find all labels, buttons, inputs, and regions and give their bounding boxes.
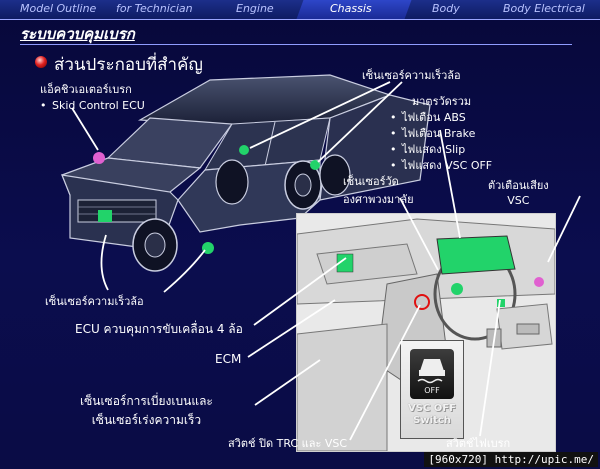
section-heading: ส่วนประกอบที่สำคัญ	[54, 55, 203, 75]
yaw-line1: เซ็นเซอร์การเบี่ยงเบนและ	[80, 394, 213, 408]
combination-meter-label: มาตรวัดรวม ไฟเตือน ABS ไฟเตือน Brake ไฟแ…	[390, 92, 492, 174]
vsc-off-switch-label: VSC OFF Switch	[403, 403, 461, 427]
steering-sensor-line1: เซ็นเซอร์วัด	[343, 175, 399, 188]
trc-vsc-off-switch-label: สวิตช์ ปิด TRC และ VSC	[228, 437, 348, 450]
tab-engine[interactable]: Engine	[236, 2, 274, 15]
buzzer-highlight	[534, 277, 544, 287]
tab-chassis[interactable]: Chassis	[330, 2, 372, 15]
meter-title: มาตรวัดรวม	[412, 95, 472, 108]
watermark-badge: [960x720] http://upic.me/	[424, 452, 598, 467]
tab-body[interactable]: Body	[432, 2, 460, 15]
wheel-speed-sensor-label-bottom: เซ็นเซอร์ความเร็วล้อ	[45, 295, 144, 308]
page-title: ระบบควบคุมเบรก	[20, 25, 135, 43]
4wd-ecu-label: ECU ควบคุมการขับเคลื่อน 4 ล้อ	[75, 322, 243, 336]
steering-sensor-label: เซ็นเซอร์วัด องศาพวงมาลัย	[343, 172, 414, 208]
steering-sensor-highlight	[451, 283, 463, 295]
actuator-title: แอ็คชิวเอเตอร์เบรก	[40, 83, 132, 96]
vsc-buzzer-label: ตัวเตือนเสียง VSC	[488, 176, 549, 207]
stop-light-switch-label: สวิตช์ไฟเบรก	[446, 437, 511, 450]
yaw-rate-sensor-label: เซ็นเซอร์การเบี่ยงเบนและ เซ็นเซอร์เร่งคว…	[80, 392, 213, 430]
4wd-ecu-highlight	[336, 253, 354, 273]
red-bullet-icon	[35, 56, 47, 68]
tab-for-technician[interactable]: for Technician	[116, 2, 193, 15]
buzzer-line2: VSC	[507, 194, 530, 207]
rear-wheel-sensor-marker	[310, 160, 320, 170]
front-wheel-sensor-marker	[202, 242, 214, 254]
stop-switch-highlight	[497, 299, 505, 307]
actuator-label: แอ็คชิวเอเตอร์เบรก Skid Control ECU	[40, 80, 145, 114]
vsc-label-line2: Switch	[413, 415, 451, 426]
meter-list: ไฟเตือน ABS ไฟเตือน Brake ไฟแสดง Slip ไฟ…	[390, 110, 492, 174]
brake-actuator-marker	[93, 152, 105, 164]
top-nav: Model Outline for Technician Engine Chas…	[0, 0, 600, 20]
vsc-off-switch-highlight	[414, 294, 430, 310]
title-divider	[20, 44, 572, 45]
svg-text:OFF: OFF	[424, 386, 440, 395]
tab-body-electrical[interactable]: Body Electrical	[503, 2, 585, 15]
vsc-off-button[interactable]: OFF	[410, 349, 454, 399]
meter-item-brake: ไฟเตือน Brake	[390, 126, 492, 142]
meter-item-abs: ไฟเตือน ABS	[390, 110, 492, 126]
steering-sensor-line2: องศาพวงมาลัย	[343, 193, 414, 206]
vsc-off-switch-detail: OFF VSC OFF Switch	[400, 340, 464, 439]
front-right-wheel-sensor-marker	[239, 145, 249, 155]
skid-car-icon: OFF	[417, 359, 445, 395]
wheel-speed-sensor-label-top: เซ็นเซอร์ความเร็วล้อ	[362, 69, 461, 82]
tab-model-outline[interactable]: Model Outline	[20, 2, 97, 15]
meter-item-slip: ไฟแสดง Slip	[390, 142, 492, 158]
yaw-line2: เซ็นเซอร์เร่งความเร็ว	[91, 413, 202, 427]
vsc-label-line1: VSC OFF	[408, 403, 456, 414]
buzzer-line1: ตัวเตือนเสียง	[488, 179, 549, 192]
ecm-label: ECM	[215, 352, 242, 366]
actuator-item: Skid Control ECU	[40, 98, 145, 114]
combination-meter-highlight	[436, 235, 516, 275]
actuator-list: Skid Control ECU	[40, 98, 145, 114]
ecm-marker	[98, 210, 112, 222]
